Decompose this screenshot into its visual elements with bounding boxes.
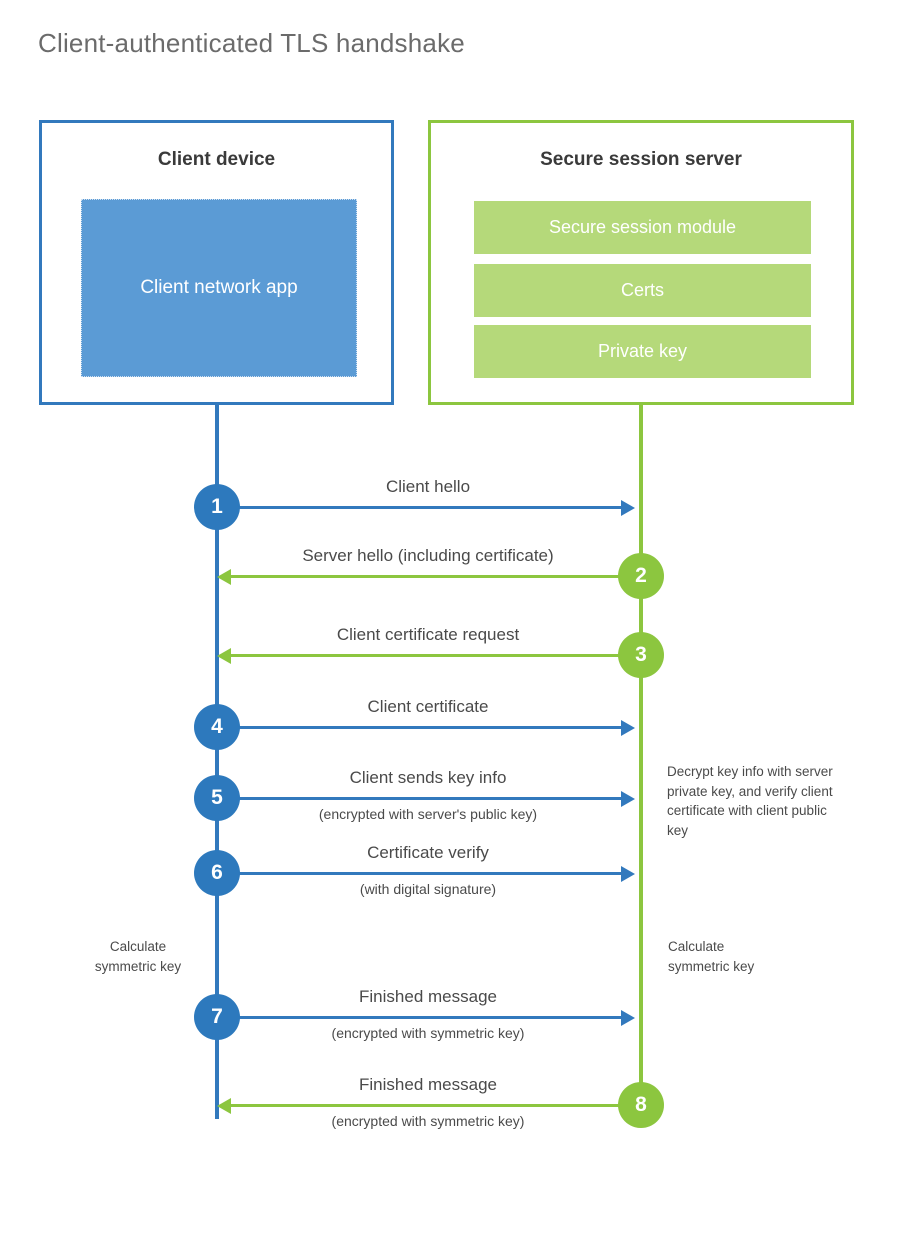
arrow-shaft	[217, 872, 621, 875]
client-device-box: Client device Client network app	[39, 120, 394, 405]
arrow-shaft	[217, 506, 621, 509]
message-label-4: Client certificate	[367, 697, 489, 716]
message-sublabel-5: (encrypted with server's public key)	[318, 806, 538, 822]
step-badge-1[interactable]: 1	[194, 484, 240, 530]
step-number: 7	[211, 1005, 223, 1028]
client-lifeline	[215, 403, 219, 1119]
step-number: 2	[635, 564, 647, 587]
arrow-shaft	[217, 1016, 621, 1019]
arrow-shaft	[231, 654, 621, 657]
message-label-2: Server hello (including certificate)	[302, 546, 554, 565]
server-module-certs: Certs	[474, 264, 811, 317]
step-badge-3[interactable]: 3	[618, 632, 664, 678]
arrow-shaft	[231, 575, 621, 578]
server-lifeline	[639, 403, 643, 1108]
message-label-3: Client certificate request	[336, 625, 520, 644]
server-module-label: Secure session module	[548, 217, 737, 237]
client-network-app-box: Client network app	[81, 199, 357, 377]
server-module-label: Private key	[597, 341, 688, 361]
secure-session-server-box: Secure session server Secure session mod…	[428, 120, 854, 405]
message-sublabel-7: (encrypted with symmetric key)	[331, 1025, 525, 1041]
step-badge-5[interactable]: 5	[194, 775, 240, 821]
message-label-6: Certificate verify	[367, 843, 489, 862]
arrow-shaft	[217, 797, 621, 800]
step-badge-2[interactable]: 2	[618, 553, 664, 599]
step-badge-6[interactable]: 6	[194, 850, 240, 896]
step-badge-4[interactable]: 4	[194, 704, 240, 750]
arrow-head-right-icon	[621, 720, 635, 736]
annotation-server-decrypt: Decrypt key info with server private key…	[667, 764, 833, 838]
arrow-shaft	[217, 726, 621, 729]
step-number: 8	[635, 1093, 647, 1116]
step-number: 1	[211, 495, 223, 518]
arrow-head-left-icon	[217, 569, 231, 585]
step-number: 3	[635, 643, 647, 666]
message-label-7: Finished message	[359, 987, 497, 1006]
step-badge-7[interactable]: 7	[194, 994, 240, 1040]
arrow-head-left-icon	[217, 648, 231, 664]
arrow-head-right-icon	[621, 791, 635, 807]
client-network-app-label: Client network app	[140, 277, 298, 299]
message-sublabel-8: (encrypted with symmetric key)	[331, 1113, 525, 1129]
page-title: Client-authenticated TLS handshake	[38, 28, 465, 58]
annotation-client-calculate-symmetric-key: Calculate symmetric key	[94, 939, 182, 974]
step-number: 5	[211, 786, 223, 809]
message-label-5: Client sends key info	[349, 768, 507, 787]
step-number: 6	[211, 861, 223, 884]
step-badge-8[interactable]: 8	[618, 1082, 664, 1128]
annotation-server-calculate-symmetric-key: Calculate symmetric key	[668, 939, 755, 974]
server-module-private-key: Private key	[474, 325, 811, 378]
client-device-title: Client device	[157, 149, 276, 170]
message-label-8: Finished message	[359, 1075, 497, 1094]
message-label-1: Client hello	[385, 477, 471, 496]
arrow-head-right-icon	[621, 866, 635, 882]
arrow-head-left-icon	[217, 1098, 231, 1114]
server-module-secure-session-module: Secure session module	[474, 201, 811, 254]
step-number: 4	[211, 715, 223, 738]
message-sublabel-6: (with digital signature)	[359, 881, 497, 897]
arrow-head-right-icon	[621, 500, 635, 516]
arrow-shaft	[231, 1104, 621, 1107]
arrow-head-right-icon	[621, 1010, 635, 1026]
secure-session-server-title: Secure session server	[540, 149, 742, 170]
server-module-label: Certs	[620, 280, 664, 300]
